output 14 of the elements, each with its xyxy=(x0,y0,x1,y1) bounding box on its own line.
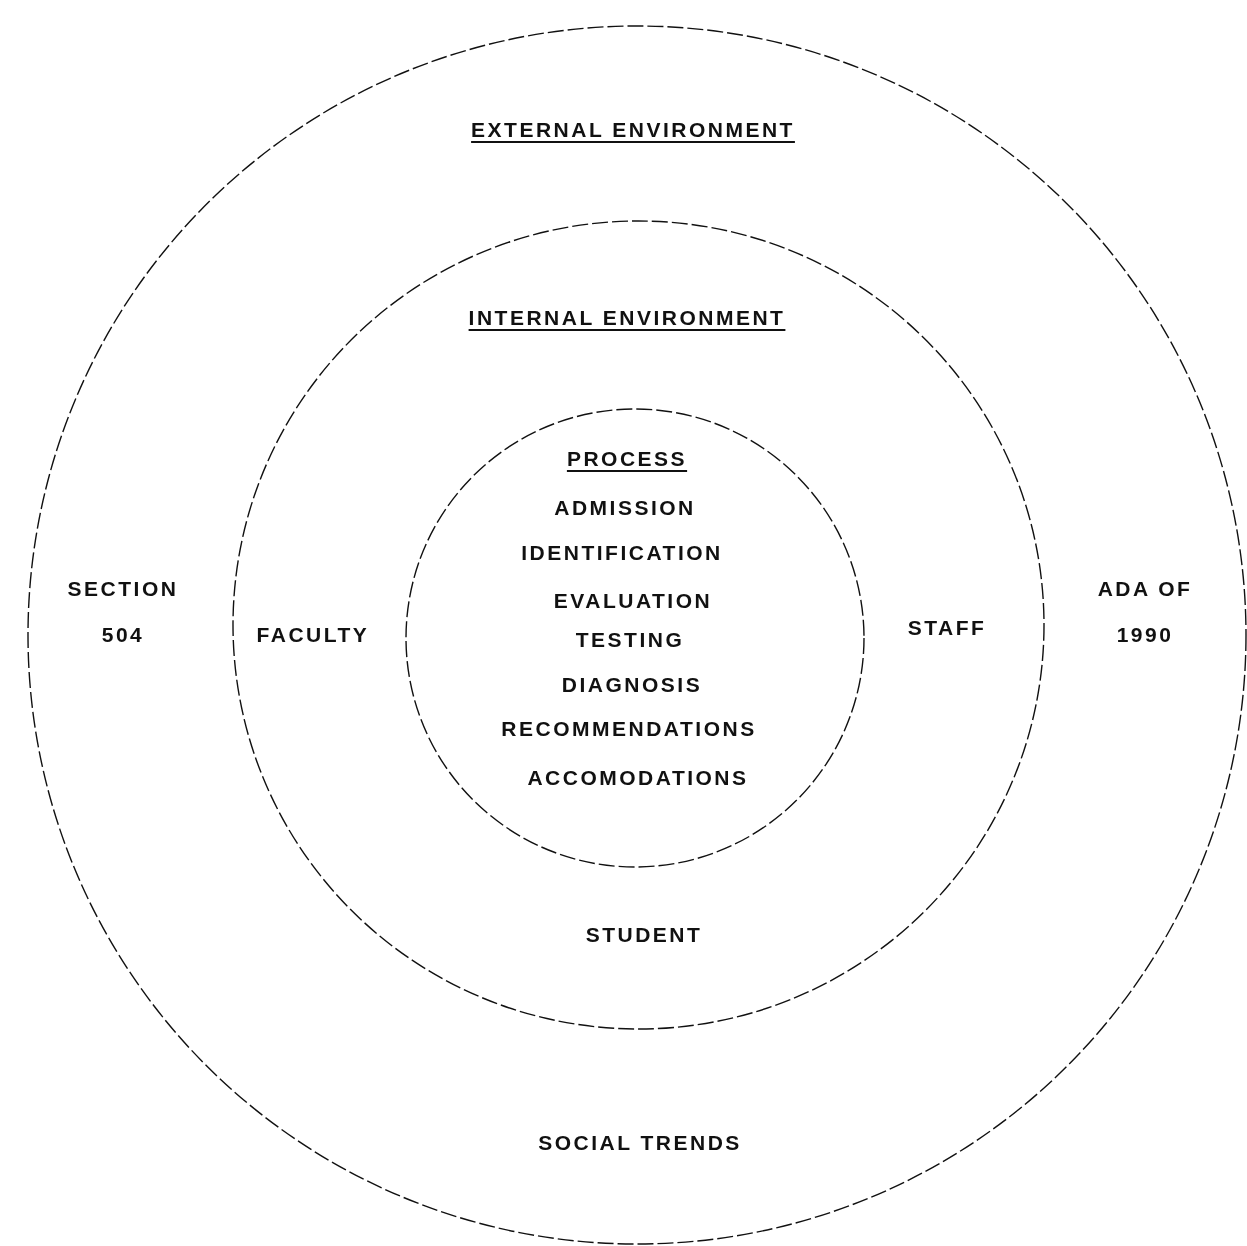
process-step: DIAGNOSIS xyxy=(561,662,703,708)
process-step: ACCOMODATIONS xyxy=(527,755,749,801)
ring-label: STAFF xyxy=(907,615,987,641)
ring-label: SOCIAL TRENDS xyxy=(538,1130,742,1156)
ring-label: STUDENT xyxy=(585,922,703,948)
process-step: RECOMMENDATIONS xyxy=(501,706,757,752)
process-step: IDENTIFICATION xyxy=(521,530,723,576)
heading: EXTERNAL ENVIRONMENT xyxy=(471,117,795,143)
heading: PROCESS xyxy=(566,446,688,472)
ring-label: FACULTY xyxy=(256,622,370,648)
heading: INTERNAL ENVIRONMENT xyxy=(468,305,786,331)
ring-label: ADA OF 1990 xyxy=(1096,576,1194,648)
ring-label: SECTION 504 xyxy=(66,576,180,648)
process-step: ADMISSION xyxy=(554,485,696,531)
